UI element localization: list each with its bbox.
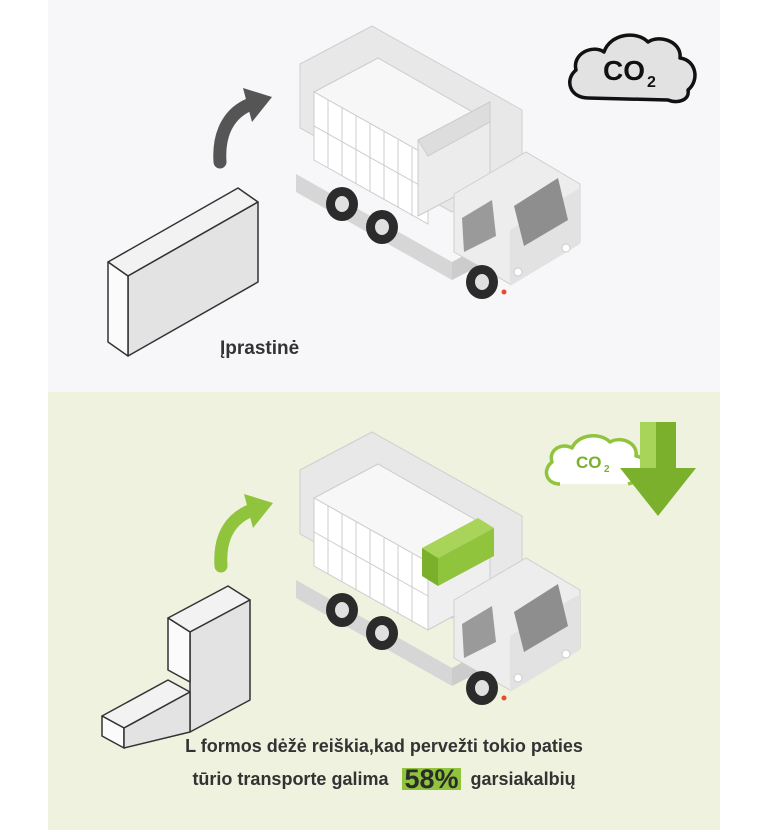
conventional-illustration: CO 2 (107, 25, 697, 357)
truck-icon (296, 25, 581, 299)
co2-subscript: 2 (647, 74, 656, 91)
caption-line-2-after: garsiakalbių (470, 769, 576, 789)
co2-cloud-icon: CO 2 (568, 33, 697, 104)
l-shape-panel: CO 2 L formos dėžė reiškia,kad pervežti … (48, 392, 720, 830)
conventional-label: Įprastinė (220, 338, 300, 359)
truck-wheel (326, 187, 358, 221)
co2-cloud-icon: CO 2 (544, 434, 650, 486)
green-l-box (422, 518, 494, 586)
caption-line-2-before: tūrio transporte galima (192, 769, 389, 789)
co2-text: CO (576, 453, 602, 472)
conventional-panel: CO 2 Įprastinė (48, 0, 720, 392)
co2-text: CO (603, 55, 645, 86)
percentage-highlight: 58% (402, 764, 461, 794)
truck-wheel (466, 671, 498, 705)
truck-wheel (466, 265, 498, 299)
l-shaped-box (101, 585, 251, 749)
truck-wheel (366, 210, 398, 244)
conventional-box (107, 187, 259, 357)
curved-arrow-icon (214, 494, 273, 573)
l-shape-illustration: CO 2 (101, 422, 696, 749)
down-arrow-icon (620, 422, 696, 516)
truck-wheel (326, 593, 358, 627)
caption-line-2: tūrio transporte galima 58% garsiakalbių (48, 764, 720, 794)
truck-icon (296, 431, 581, 705)
truck-wheel (366, 616, 398, 650)
caption-line-1: L formos dėžė reiškia,kad pervežti tokio… (185, 736, 583, 756)
curved-arrow-icon (213, 88, 272, 169)
co2-subscript: 2 (604, 464, 610, 475)
